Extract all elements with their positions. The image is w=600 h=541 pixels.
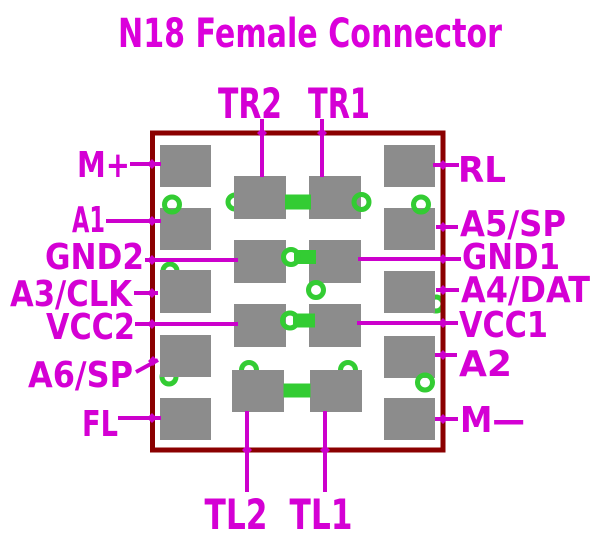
pin-label-a3-clk: A3/CLK: [10, 274, 133, 315]
via-ring-icon: [411, 194, 431, 215]
pad-m-plus: [160, 145, 211, 187]
jumper-trace: [283, 383, 311, 398]
connector-pads: [160, 145, 435, 440]
pin-label-a5-sp: A5/SP: [460, 204, 566, 245]
pin-labels: M+ A1 GND2 A3/CLK VCC2 A6/SP FL RL A5/SP…: [10, 79, 590, 539]
pad-gnd1: [309, 240, 361, 283]
pin-label-vcc1: VCC1: [459, 305, 548, 346]
pin-label-m-minus: M—: [460, 400, 525, 441]
pin-label-m-plus: M+: [77, 145, 130, 186]
pad-a1: [160, 208, 211, 250]
pad-a4-dat: [384, 271, 435, 313]
pad-vcc1: [309, 304, 361, 347]
pad-tl1: [310, 370, 362, 412]
via-ring-icon: [306, 280, 326, 300]
pad-vcc2: [234, 304, 286, 347]
pad-a3-clk: [160, 270, 211, 313]
pin-label-tl1: TL1: [290, 490, 353, 539]
via-ring-icon: [162, 194, 182, 215]
pin-label-tr2: TR2: [218, 79, 282, 128]
pin-label-fl: FL: [82, 404, 118, 445]
jumper-trace: [285, 194, 311, 210]
pin-label-vcc2: VCC2: [46, 307, 135, 348]
pin-label-gnd2: GND2: [45, 237, 144, 278]
diagram-title: N18 Female Connector: [118, 11, 502, 57]
pad-tl2: [232, 370, 284, 412]
via-rings-front: [162, 192, 435, 398]
pin-label-tr1: TR1: [308, 79, 370, 128]
via-ring-icon: [351, 192, 372, 212]
pad-rl: [384, 145, 435, 187]
pin-label-gnd1: GND1: [462, 237, 560, 278]
pin-label-a1: A1: [72, 200, 105, 241]
pin-label-tl2: TL2: [205, 490, 268, 539]
pad-gnd2: [234, 240, 286, 283]
via-ring-icon: [415, 372, 435, 393]
pad-tr1: [309, 176, 361, 219]
pad-a2: [384, 336, 435, 378]
pad-fl: [160, 398, 211, 440]
pad-a5-sp: [384, 208, 435, 250]
via-ring-icon: [280, 310, 300, 331]
via-ring-icon: [281, 247, 301, 267]
pad-a6-sp: [160, 335, 211, 377]
pin-label-a2: A2: [459, 344, 512, 385]
pad-tr2: [234, 176, 286, 219]
pin-label-rl: RL: [458, 150, 506, 191]
pin-label-a6-sp: A6/SP: [28, 355, 133, 396]
pin-label-a4-dat: A4/DAT: [461, 270, 590, 311]
pad-m-minus: [384, 398, 435, 440]
